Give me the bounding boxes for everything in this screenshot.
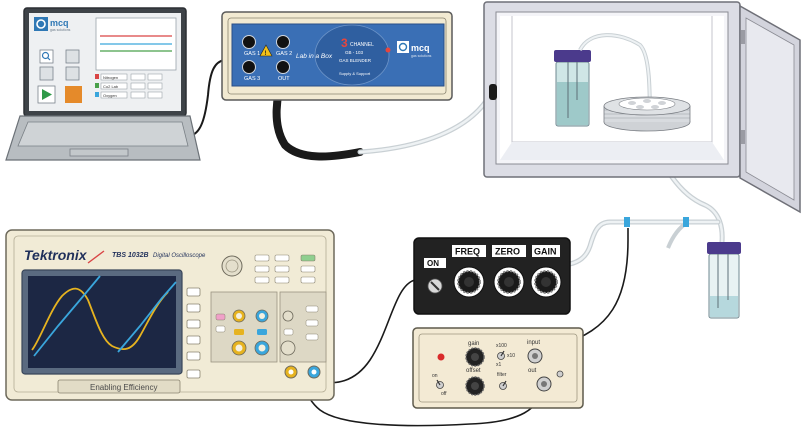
petri-dish-stack — [603, 96, 691, 132]
amp-trim[interactable] — [556, 370, 564, 378]
amplifier-box: gain x100 x10 x1 input offset filter on … — [412, 327, 584, 409]
probe-bottle — [707, 242, 741, 319]
amp-input-label: input — [527, 340, 540, 346]
laptop-tile-button[interactable] — [65, 49, 80, 64]
x100-label: x100 — [496, 343, 507, 349]
x10-label: x10 — [507, 353, 515, 359]
subtitle-label: GAS BLENDER — [339, 58, 372, 63]
laptop: mcq gas solutions Nitrogen Co2 Lab Oxyge… — [5, 7, 201, 161]
out-label: OUT — [278, 76, 290, 82]
scope-button[interactable] — [274, 265, 290, 273]
bottle-cap — [554, 50, 591, 62]
status-led — [385, 47, 391, 53]
scope-screen — [28, 276, 176, 368]
gas2-label: GAS 2 — [276, 51, 292, 57]
menu-button[interactable] — [186, 287, 201, 297]
gain-label: GAIN — [534, 247, 557, 257]
gas1-label: GAS 1 — [244, 51, 260, 57]
gas-blender: GAS 1 GAS 2 GAS 3 OUT ! Lab in a Box 3 C… — [221, 11, 453, 101]
gas3-port[interactable] — [242, 60, 256, 74]
scope-slogan: Enabling Efficiency — [90, 383, 157, 392]
blender-logo-text: mcq — [411, 43, 430, 53]
horizontal-scale-knob[interactable] — [280, 340, 296, 356]
amp-power-led — [437, 353, 445, 361]
amp-gain-label: gain — [468, 341, 479, 347]
lab-in-a-box-text: Lab in a Box — [296, 53, 333, 60]
multipurpose-knob[interactable] — [221, 255, 243, 277]
scope-button[interactable] — [305, 305, 319, 313]
gas1-port[interactable] — [242, 35, 256, 49]
laptop-tile-button[interactable] — [39, 66, 54, 81]
menu-button[interactable] — [186, 369, 201, 379]
scope-button[interactable] — [283, 328, 294, 336]
run-stop-button[interactable] — [300, 254, 316, 262]
knob-box-cable — [317, 279, 416, 384]
trace-blue — [33, 275, 177, 357]
laptop-cable — [184, 59, 225, 138]
laptop-tile-button[interactable] — [65, 66, 80, 81]
on-label: ON — [427, 259, 439, 268]
scope-button[interactable] — [300, 265, 316, 273]
blender-logo-sub: gas solutions — [411, 54, 432, 58]
out-port[interactable] — [276, 60, 290, 74]
scope-button[interactable] — [305, 333, 319, 341]
panel-label: Nitrogen — [103, 75, 118, 80]
scope-button[interactable] — [215, 325, 226, 333]
tektronix-brand: Tektronix — [24, 247, 88, 263]
scope-model: TBS 1032B — [112, 252, 149, 259]
signal-control-box: ON FREQ ZERO GAIN — [413, 237, 571, 315]
tube-connector — [624, 217, 630, 227]
scope-type: Digital Oscilloscope — [153, 253, 206, 259]
menu-button[interactable] — [186, 303, 201, 313]
laptop-logo-text: mcq — [50, 18, 69, 28]
amp-on-label: on — [432, 373, 438, 379]
footer-label: Supply & Support — [339, 71, 371, 76]
svg-text:!: ! — [265, 51, 267, 57]
ch1-menu-button[interactable] — [234, 329, 244, 335]
warning-icon — [259, 44, 273, 57]
panel-label: Co2 Lab — [103, 84, 119, 89]
scope-button[interactable] — [274, 276, 290, 284]
amp-offset-label: offset — [466, 368, 481, 374]
channel-number: 3 — [341, 36, 348, 50]
panel-label: Oxygen — [103, 93, 117, 98]
scope-button[interactable] — [305, 319, 319, 327]
trace-yellow — [31, 287, 169, 351]
amp-out-label: out — [528, 368, 537, 374]
oscilloscope: Tektronix TBS 1032B Digital Oscilloscope… — [5, 229, 335, 401]
filter-label: filter — [497, 372, 507, 378]
math-button[interactable] — [215, 313, 226, 321]
menu-button[interactable] — [186, 335, 201, 345]
menu-button[interactable] — [186, 351, 201, 361]
touchpad — [69, 148, 129, 157]
incubator — [483, 1, 801, 214]
gas3-label: GAS 3 — [244, 76, 260, 82]
model-label: GB - 103 — [345, 50, 364, 55]
scope-button[interactable] — [300, 276, 316, 284]
amp-off-label: off — [441, 391, 447, 397]
menu-button[interactable] — [186, 319, 201, 329]
horizontal-position-knob[interactable] — [282, 310, 294, 322]
zero-label: ZERO — [495, 247, 520, 257]
search-button[interactable] — [39, 49, 54, 64]
mcq-logo-icon — [34, 17, 48, 31]
mcq-logo-icon — [397, 41, 409, 53]
ch2-menu-button[interactable] — [257, 329, 267, 335]
channel-word: CHANNEL — [350, 42, 374, 48]
incubator-port — [489, 84, 497, 100]
freq-label: FREQ — [455, 247, 480, 257]
scope-button[interactable] — [254, 254, 270, 262]
play-icon — [42, 89, 52, 100]
laptop-logo-sub: gas solutions — [50, 28, 71, 32]
gas2-port[interactable] — [276, 35, 290, 49]
tube-connector — [683, 217, 689, 227]
search-icon — [41, 51, 50, 60]
flow-cell-tube — [567, 219, 721, 267]
stop-button[interactable] — [65, 86, 82, 103]
scope-button[interactable] — [254, 265, 270, 273]
scope-button[interactable] — [254, 276, 270, 284]
x1-label: x1 — [496, 362, 502, 368]
scope-button[interactable] — [274, 254, 290, 262]
